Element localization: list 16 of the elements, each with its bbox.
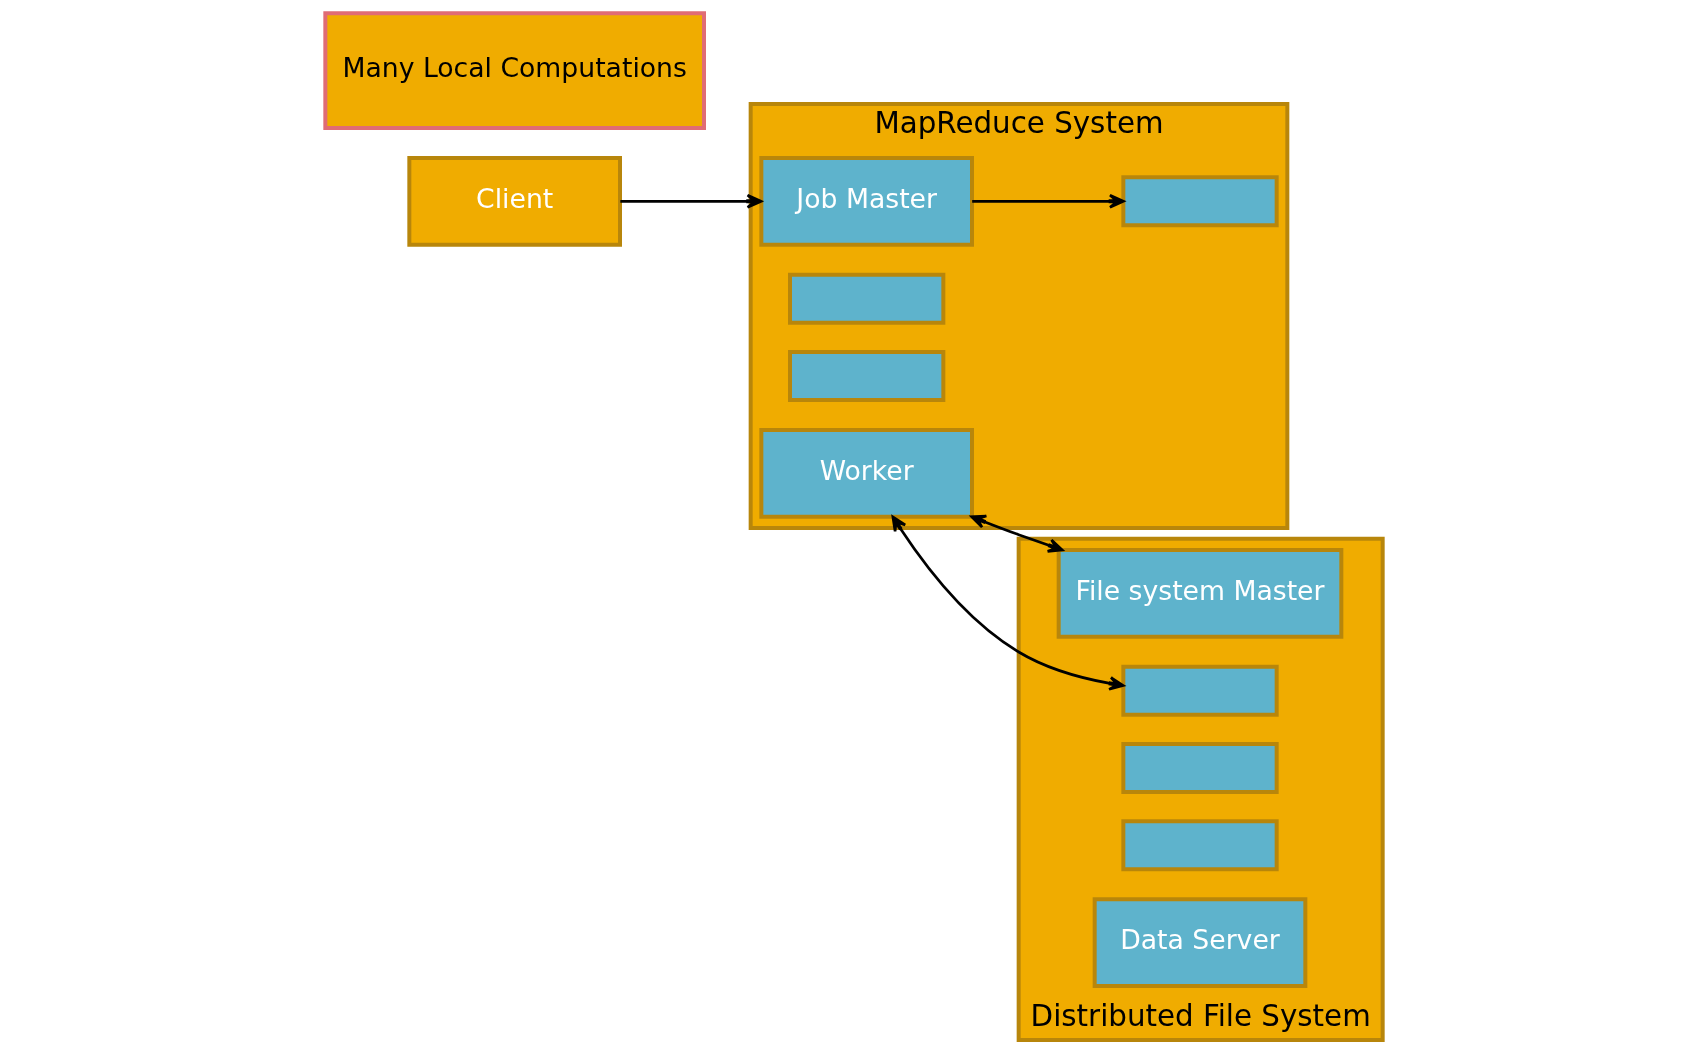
node-box <box>1121 819 1279 872</box>
node-box <box>1121 664 1279 717</box>
node-box: Client <box>407 156 622 247</box>
node-box: Worker <box>759 428 974 519</box>
arrow <box>972 194 1125 209</box>
arrow <box>891 515 1125 691</box>
node-box: Many Local Computations <box>323 11 706 130</box>
node-box: File system Master <box>1056 548 1344 639</box>
node-box <box>1121 742 1279 794</box>
arrow <box>620 194 763 209</box>
node-box: Job Master <box>759 156 974 247</box>
node-box <box>788 350 946 402</box>
node-box <box>1121 175 1279 228</box>
arrow <box>970 514 1064 553</box>
node-box <box>788 272 946 325</box>
node-box: Data Server <box>1092 897 1308 988</box>
